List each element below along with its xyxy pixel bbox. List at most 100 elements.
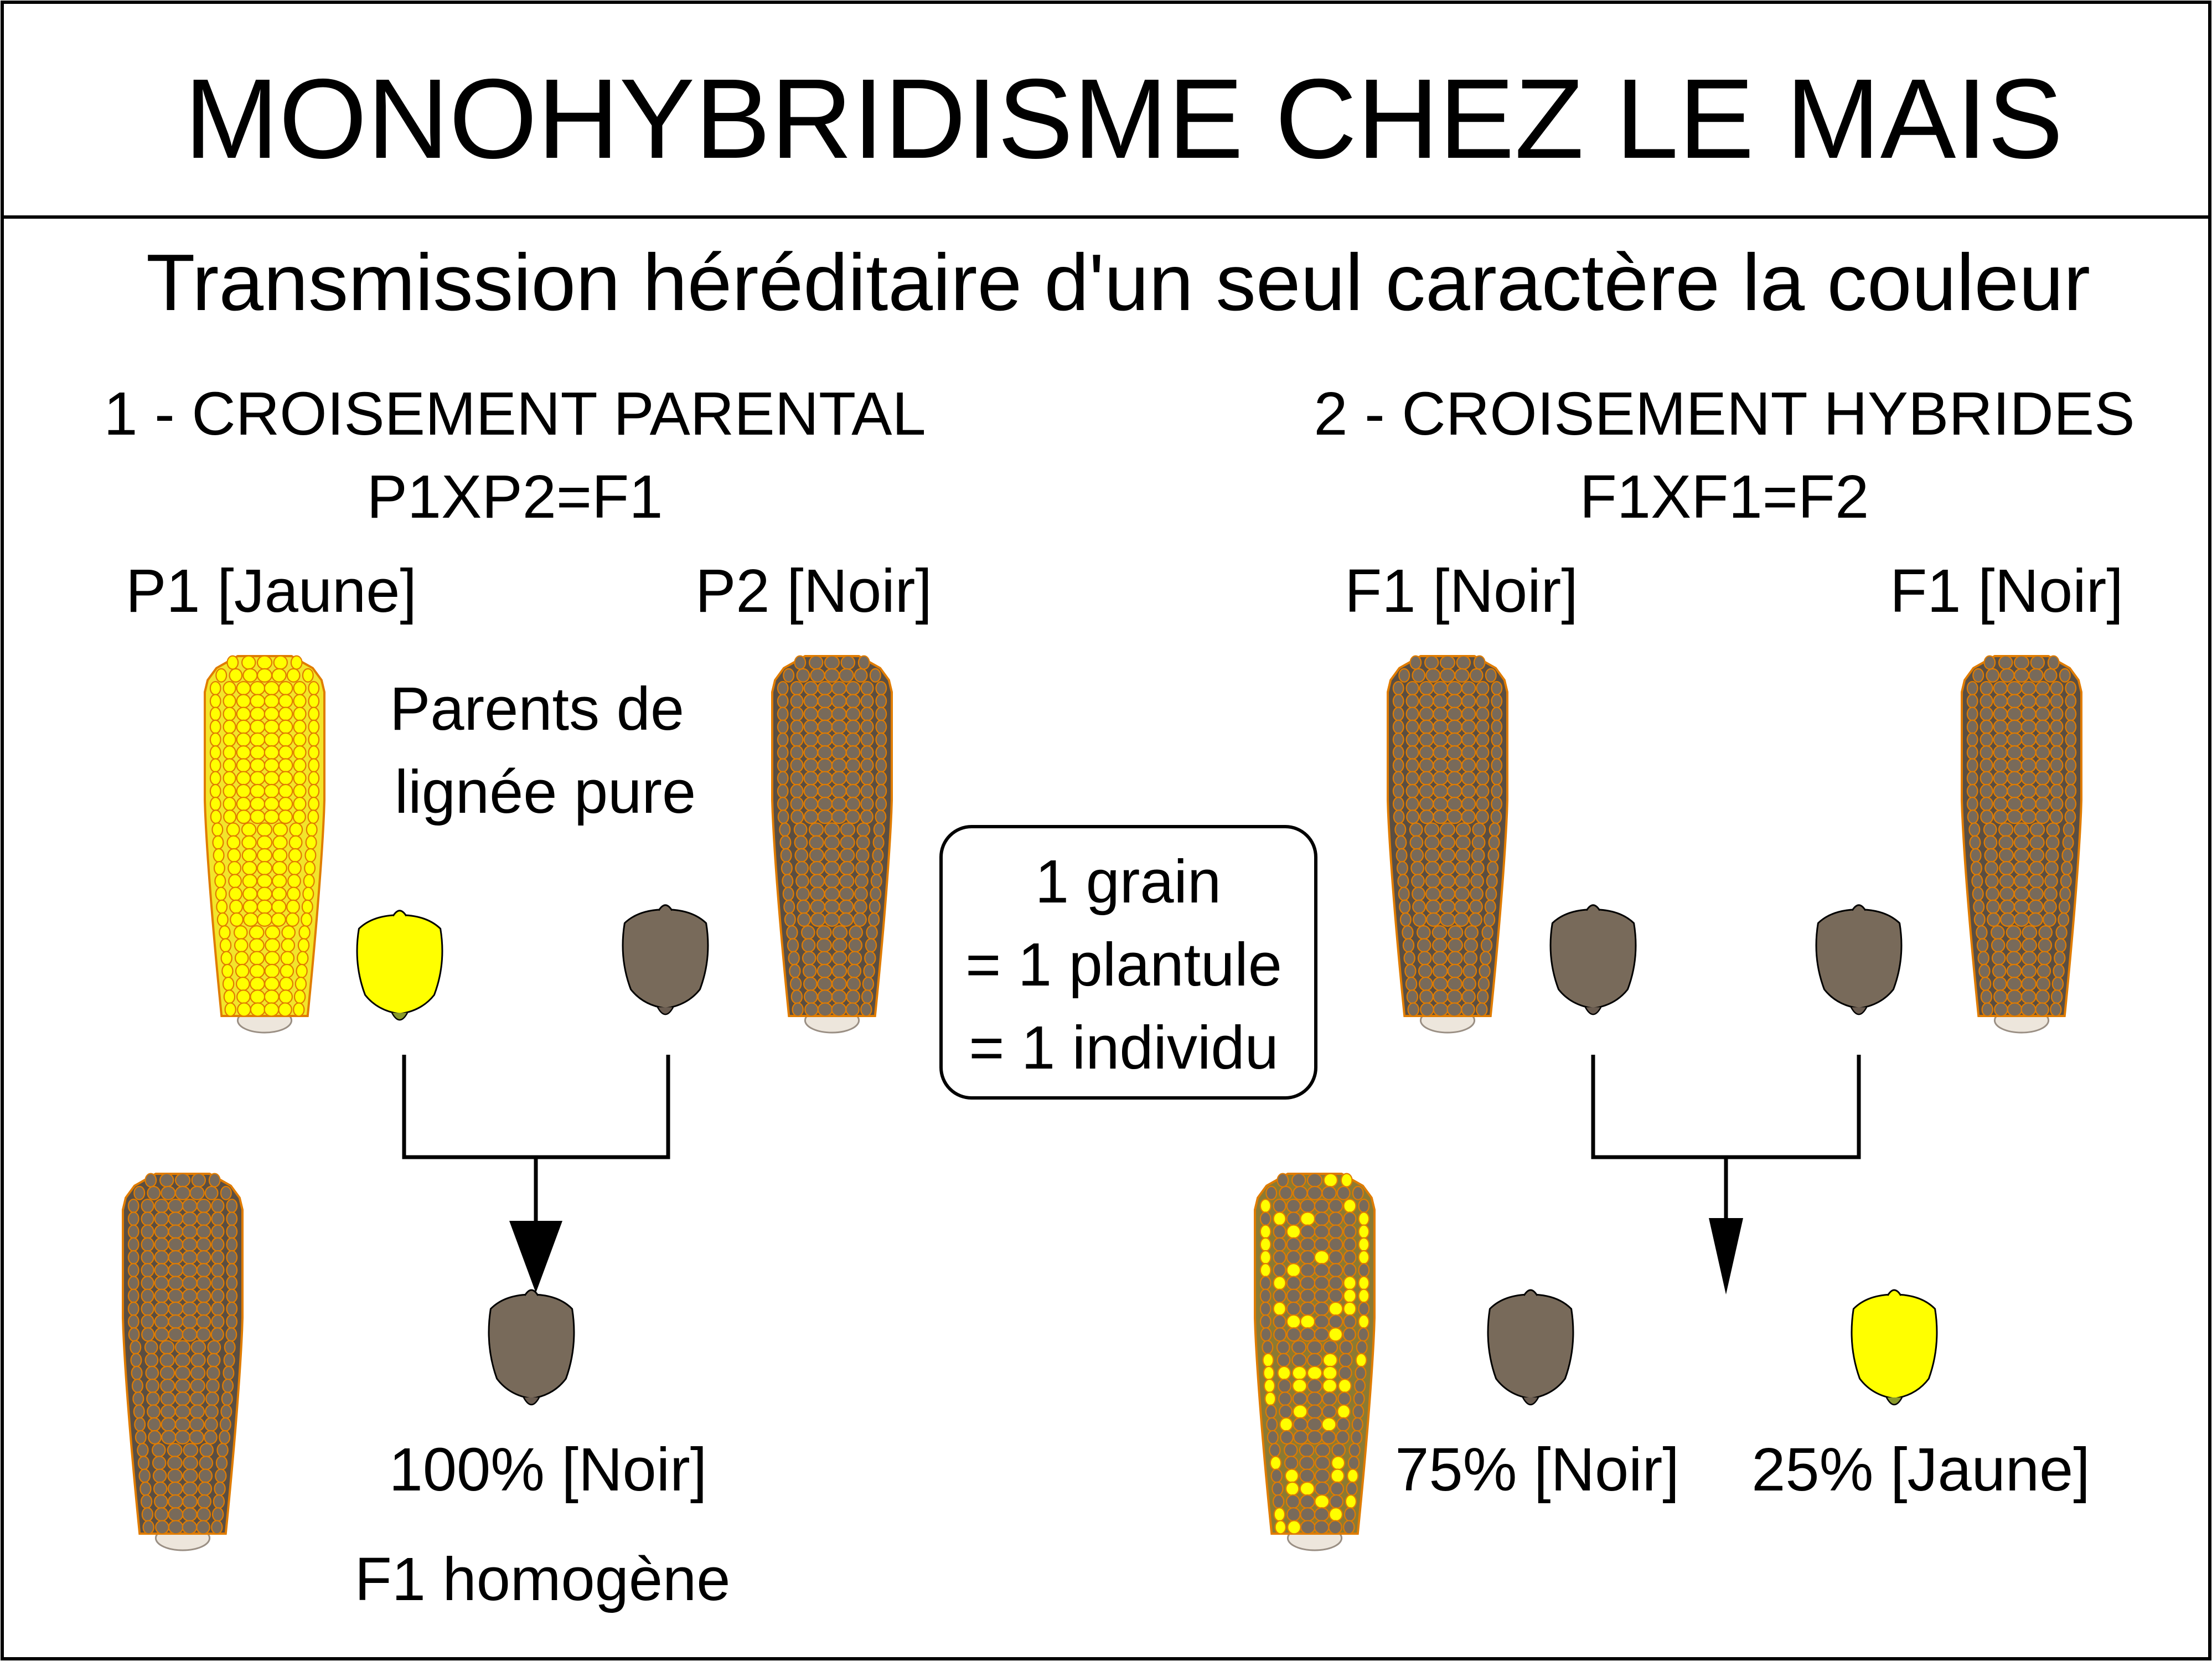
cob-f1-parent-b-black xyxy=(1961,655,2082,1034)
cob-kernel xyxy=(860,809,874,824)
cob-kernel xyxy=(1976,938,1989,953)
cob-kernel xyxy=(1966,680,1978,696)
cob-kernel xyxy=(790,680,804,696)
grain-f1-result-black xyxy=(488,1289,575,1406)
cob-kernel xyxy=(211,1211,225,1226)
cob-kernel xyxy=(1321,1391,1337,1406)
cross1-heading: 1 - CROISEMENT PARENTAL xyxy=(104,380,926,448)
cob-kernel xyxy=(1291,1340,1307,1355)
cob-kernel xyxy=(2038,938,2053,953)
cob-kernel xyxy=(148,1430,162,1445)
cob-kernel xyxy=(875,758,887,773)
cob-kernel xyxy=(2006,951,2022,966)
cob-kernel xyxy=(223,706,236,721)
cob-kernel xyxy=(141,1507,154,1522)
cob-kernel xyxy=(250,719,266,734)
cob-kernel xyxy=(1490,809,1502,824)
cob-kernel xyxy=(1351,1430,1363,1445)
cob-kernel xyxy=(168,1211,184,1226)
cob-kernel xyxy=(271,912,286,927)
cob-kernel xyxy=(168,1224,184,1239)
cob-kernel xyxy=(1993,706,2008,721)
cob-kernel xyxy=(1986,668,2000,683)
cob-kernel xyxy=(263,989,280,1004)
cob-kernel xyxy=(831,809,847,824)
cob-kernel xyxy=(250,976,265,992)
cob-kernel xyxy=(824,835,840,850)
cob-kernel xyxy=(1259,1250,1272,1265)
cob-kernel xyxy=(1328,1250,1343,1265)
cob-kernel xyxy=(2061,860,2073,876)
cob-kernel xyxy=(206,1353,221,1368)
cob-kernel xyxy=(250,745,266,760)
cob-kernel xyxy=(777,771,789,786)
cob-kernel xyxy=(1991,938,2006,953)
cob-kernel xyxy=(197,1494,211,1509)
cob-kernel xyxy=(236,732,251,747)
cob-kernel xyxy=(1300,1198,1316,1214)
cob-kernel xyxy=(875,783,887,798)
cob-kernel xyxy=(1395,835,1407,850)
cob-kernel xyxy=(1476,719,1490,734)
cob-kernel xyxy=(1272,1481,1284,1496)
cob-kernel xyxy=(2061,848,2074,863)
cob-kernel xyxy=(2035,732,2050,747)
cob-kernel xyxy=(1993,745,2008,760)
cob-kernel xyxy=(1487,860,1499,876)
cob-kernel xyxy=(131,1378,143,1394)
cob-kernel xyxy=(1354,1378,1366,1394)
cob-kernel xyxy=(1471,835,1486,850)
cob-kernel xyxy=(1410,860,1425,876)
cob-kernel xyxy=(1348,1443,1361,1458)
cob-kernel xyxy=(1980,809,1994,824)
cob-kernel xyxy=(860,796,874,812)
cob-kernel xyxy=(308,732,320,747)
cob-kernel xyxy=(226,1237,238,1252)
cob-kernel xyxy=(278,809,293,824)
cob-kernel xyxy=(189,1185,205,1200)
cob-kernel xyxy=(1993,680,2008,696)
cob-kernel xyxy=(286,912,299,927)
cob-kernel xyxy=(1306,1404,1323,1419)
cob-kernel xyxy=(1262,1353,1274,1368)
cob-kernel xyxy=(154,1263,169,1278)
cob-kernel xyxy=(1405,758,1419,773)
cross2-connector xyxy=(1591,1055,1861,1224)
cob-kernel xyxy=(1286,1327,1301,1342)
cob-kernel xyxy=(278,796,293,812)
cob-kernel xyxy=(810,668,825,683)
cob-kernel xyxy=(1273,1198,1286,1214)
cob-kernel xyxy=(1399,899,1411,914)
cob-kernel xyxy=(206,1365,220,1380)
cob-kernel xyxy=(787,938,799,953)
cob-kernel xyxy=(1314,1301,1330,1316)
cob-kernel xyxy=(236,745,251,760)
cob-kernel xyxy=(780,848,792,863)
cob-kernel xyxy=(263,719,280,734)
cob-kernel xyxy=(777,719,789,734)
grain-top-nub xyxy=(658,904,673,911)
cob-kernel xyxy=(2065,745,2077,760)
cob-kernel xyxy=(870,886,882,901)
cob-kernel xyxy=(133,1185,146,1200)
cob-kernel xyxy=(831,796,847,812)
cob-kernel xyxy=(1314,1494,1330,1509)
cob-kernel xyxy=(153,1481,168,1496)
grain-body xyxy=(1815,909,1903,1009)
cob-kernel xyxy=(871,860,883,876)
cob-kernel xyxy=(279,976,293,992)
cob-kernel xyxy=(2035,783,2050,798)
cob-kernel xyxy=(223,1353,235,1368)
cob-kernel xyxy=(790,989,803,1004)
cob-kernel xyxy=(856,835,870,850)
cob-kernel xyxy=(1980,680,1993,696)
cob-kernel xyxy=(1392,783,1404,798)
cob-kernel xyxy=(288,835,303,850)
cob-kernel xyxy=(831,951,847,966)
cob-kernel xyxy=(302,668,314,683)
cob-kernel xyxy=(816,963,833,978)
cob-kernel xyxy=(242,668,258,683)
cob-kernel xyxy=(174,1353,191,1368)
cob-kernel xyxy=(2013,835,2030,850)
